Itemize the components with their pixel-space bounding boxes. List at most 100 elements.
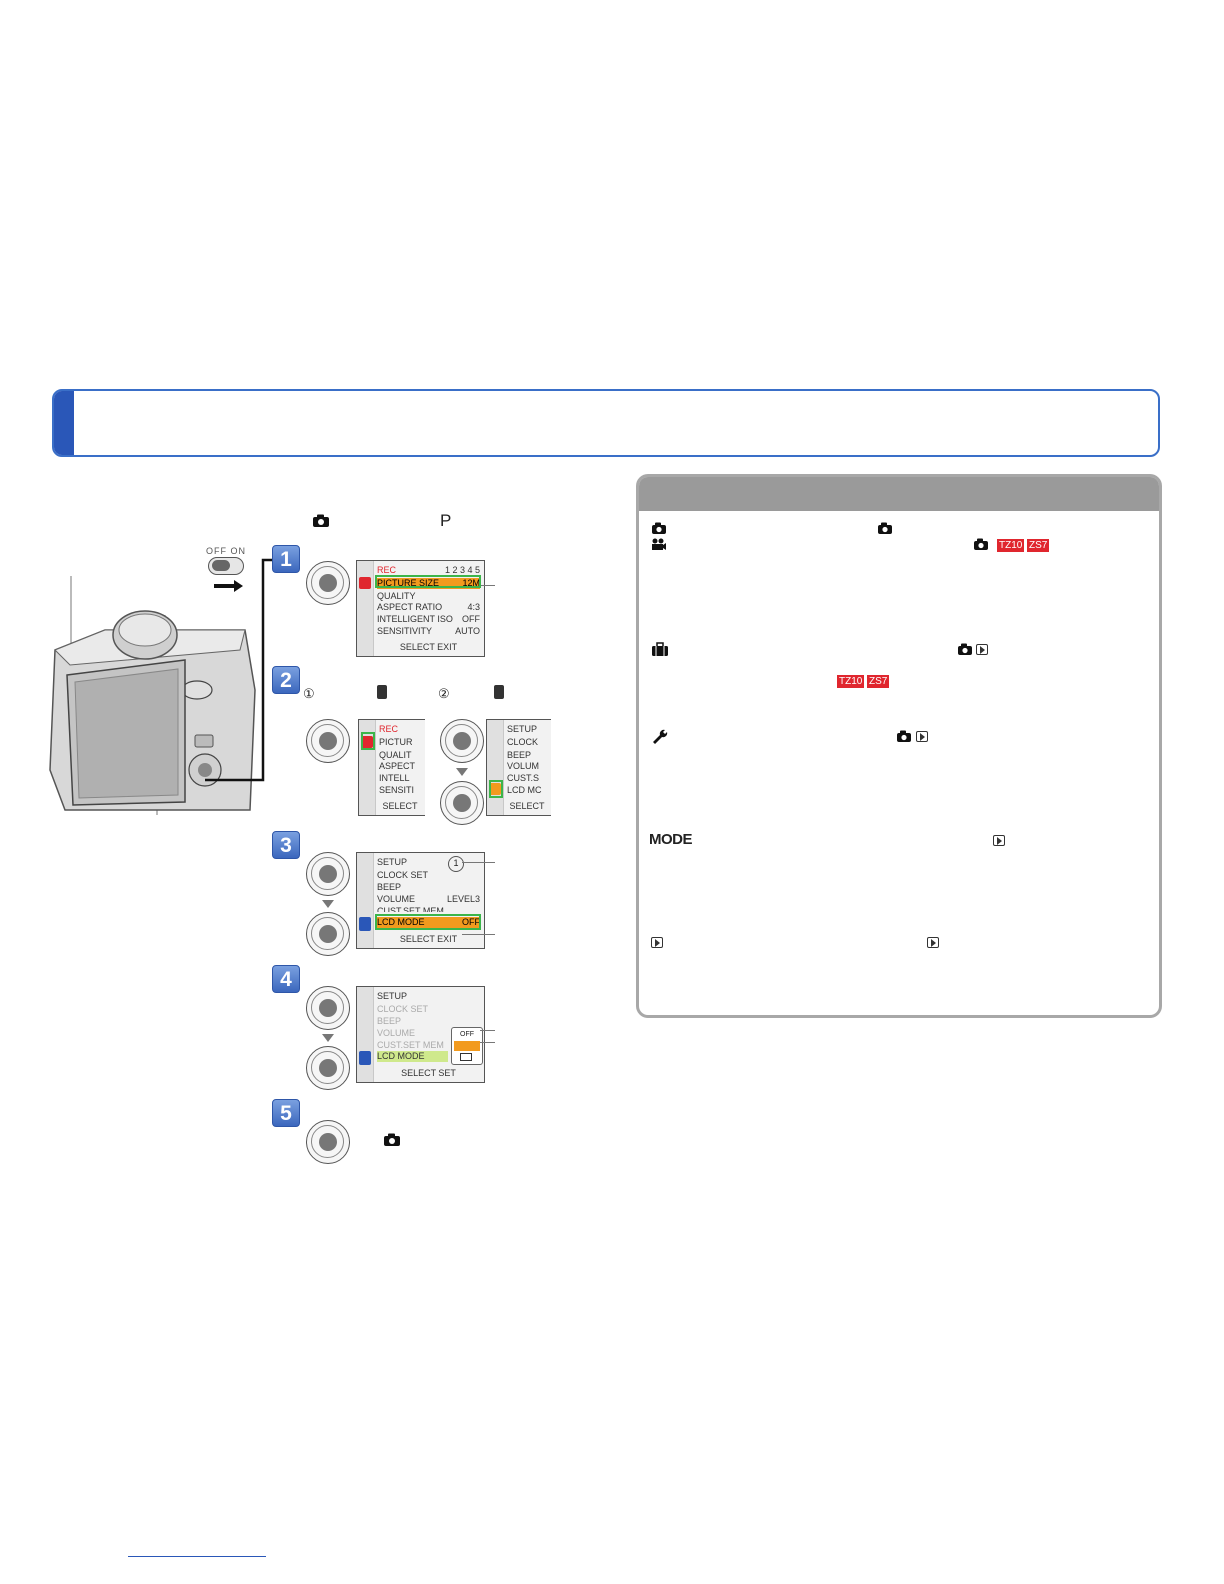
camera-body-illustration	[49, 558, 275, 815]
screen3-page-indicator: 1	[448, 856, 464, 872]
step-2b-menu-screen: SETUP CLOCK BEEP VOLUM CUST.S LCD MC SEL…	[486, 719, 551, 816]
step-4-control-pad-bottom[interactable]	[306, 1046, 350, 1090]
screen2a-header: REC	[379, 724, 399, 734]
screen2b-row-2: BEEP	[507, 750, 532, 760]
camera-icon	[974, 538, 988, 550]
step-2b-control-pad-top[interactable]	[440, 719, 484, 763]
camera-icon	[384, 1133, 400, 1146]
step-2b-down-arrow-icon	[456, 768, 468, 776]
screen4-header: SETUP	[377, 991, 408, 1001]
step-3-control-pad-bottom[interactable]	[306, 912, 350, 956]
screen2a-row-4: INTELL	[379, 773, 410, 783]
screen4-row-lcd-mode: LCD MODE	[377, 1051, 448, 1062]
motion-picture-icon	[652, 538, 666, 550]
setup-wrench-icon	[653, 729, 668, 744]
section-title-banner	[52, 389, 1160, 457]
model-tag-zs7: ZS7	[867, 675, 890, 688]
screen3-selection-frame	[375, 914, 481, 930]
power-switch[interactable]	[208, 557, 244, 575]
mode-label: MODE	[649, 831, 693, 848]
screen2a-row-3: ASPECT	[379, 761, 416, 771]
screen1-footer: SELECT EXIT	[399, 642, 458, 652]
footer-link-underline[interactable]	[128, 1556, 266, 1557]
step-2a-menu-screen: REC PICTUR QUALIT ASPECT INTELL SENSITI …	[358, 719, 425, 816]
screen1-pages: 1 2 3 4 5	[444, 565, 480, 575]
step-4-badge: 4	[272, 965, 300, 993]
screen2a-row-1: PICTUR	[379, 737, 413, 747]
screen1-row-quality: QUALITY	[377, 591, 416, 601]
playback-icon	[916, 731, 928, 742]
screen4-option-popup: OFF	[451, 1027, 483, 1065]
banner-accent-bar	[54, 391, 74, 455]
step-3-control-pad-top[interactable]	[306, 852, 350, 896]
step-4-down-arrow-icon	[322, 1034, 334, 1042]
screen4-option-power-lcd	[460, 1053, 472, 1061]
playback-mode-icon	[651, 937, 663, 948]
switch-direction-arrow-shaft	[214, 584, 236, 588]
step-4-control-pad-top[interactable]	[306, 986, 350, 1030]
step-2a-control-pad[interactable]	[306, 719, 350, 763]
step-2-badge: 2	[272, 666, 300, 694]
screen2b-footer: SELECT	[509, 801, 545, 811]
screen2b-row-5: LCD MC	[507, 785, 542, 795]
screen2a-footer: SELECT	[382, 801, 418, 811]
rec-menu-icon	[377, 685, 387, 699]
screen2b-row-3: VOLUM	[507, 761, 540, 771]
power-on-label: ON	[230, 546, 247, 556]
rec-mode-camera-icon	[652, 522, 666, 534]
step-3-down-arrow-icon	[322, 900, 334, 908]
panel-header-bar	[639, 477, 1159, 511]
travel-mode-suitcase-icon	[652, 642, 668, 656]
screen3-row-clock-set: CLOCK SET	[377, 870, 429, 880]
screen3-row-cust-set-mem: CUST.SET MEM.	[377, 906, 447, 912]
step-1-badge: 1	[272, 545, 300, 573]
setup-menu-icon	[494, 685, 504, 699]
camera-icon	[878, 522, 892, 534]
screen4-row-volume: VOLUME	[377, 1028, 416, 1038]
camera-icon	[897, 730, 911, 742]
screen4-row-clock-set: CLOCK SET	[377, 1004, 429, 1014]
model-tag-zs7: ZS7	[1027, 539, 1050, 552]
power-off-label: OFF	[206, 546, 227, 556]
mode-p-label: P	[440, 511, 452, 530]
step-2b-control-pad-bottom[interactable]	[440, 781, 484, 825]
screen2b-tab-frame	[489, 780, 503, 798]
camera-icon	[958, 643, 972, 655]
playback-icon	[927, 937, 939, 948]
model-tag-tz10: TZ10	[997, 539, 1025, 552]
step-3-badge: 3	[272, 831, 300, 859]
screen2b-row-1: CLOCK	[507, 737, 539, 747]
screen2a-row-5: SENSITI	[379, 785, 415, 795]
screen1-selection-frame	[375, 575, 481, 588]
screen4-option-off: OFF	[460, 1031, 474, 1038]
menu-types-panel: TZ10 ZS7 TZ10 ZS7 MODE	[636, 474, 1162, 1018]
screen4-footer: SELECT SET	[401, 1068, 456, 1078]
screen4-option-auto-power	[454, 1041, 480, 1051]
screen2b-header: SETUP	[507, 724, 538, 734]
playback-icon	[976, 644, 988, 655]
step-1-control-pad[interactable]	[306, 561, 350, 605]
screen3-footer: SELECT EXIT	[399, 934, 458, 944]
screen2b-row-4: CUST.S	[507, 773, 540, 783]
screen4-row-cust-set-mem: CUST.SET MEM	[377, 1040, 444, 1050]
screen2a-row-2: QUALIT	[379, 750, 412, 760]
step-5-badge: 5	[272, 1099, 300, 1127]
screen1-header: REC	[377, 565, 397, 575]
screen3-header: SETUP	[377, 857, 408, 867]
switch-direction-arrow-icon	[234, 580, 243, 592]
step-5-control-pad[interactable]	[306, 1120, 350, 1164]
screen4-row-beep: BEEP	[377, 1016, 402, 1026]
step-4-menu-screen: SETUP CLOCK SET BEEP VOLUME CUST.SET MEM…	[356, 986, 485, 1083]
playback-icon	[993, 835, 1005, 846]
screen2a-tab-frame	[361, 732, 375, 750]
screen3-row-beep: BEEP	[377, 882, 402, 892]
step-2-substep-2-label: ②	[438, 686, 450, 701]
camera-icon	[313, 514, 329, 527]
